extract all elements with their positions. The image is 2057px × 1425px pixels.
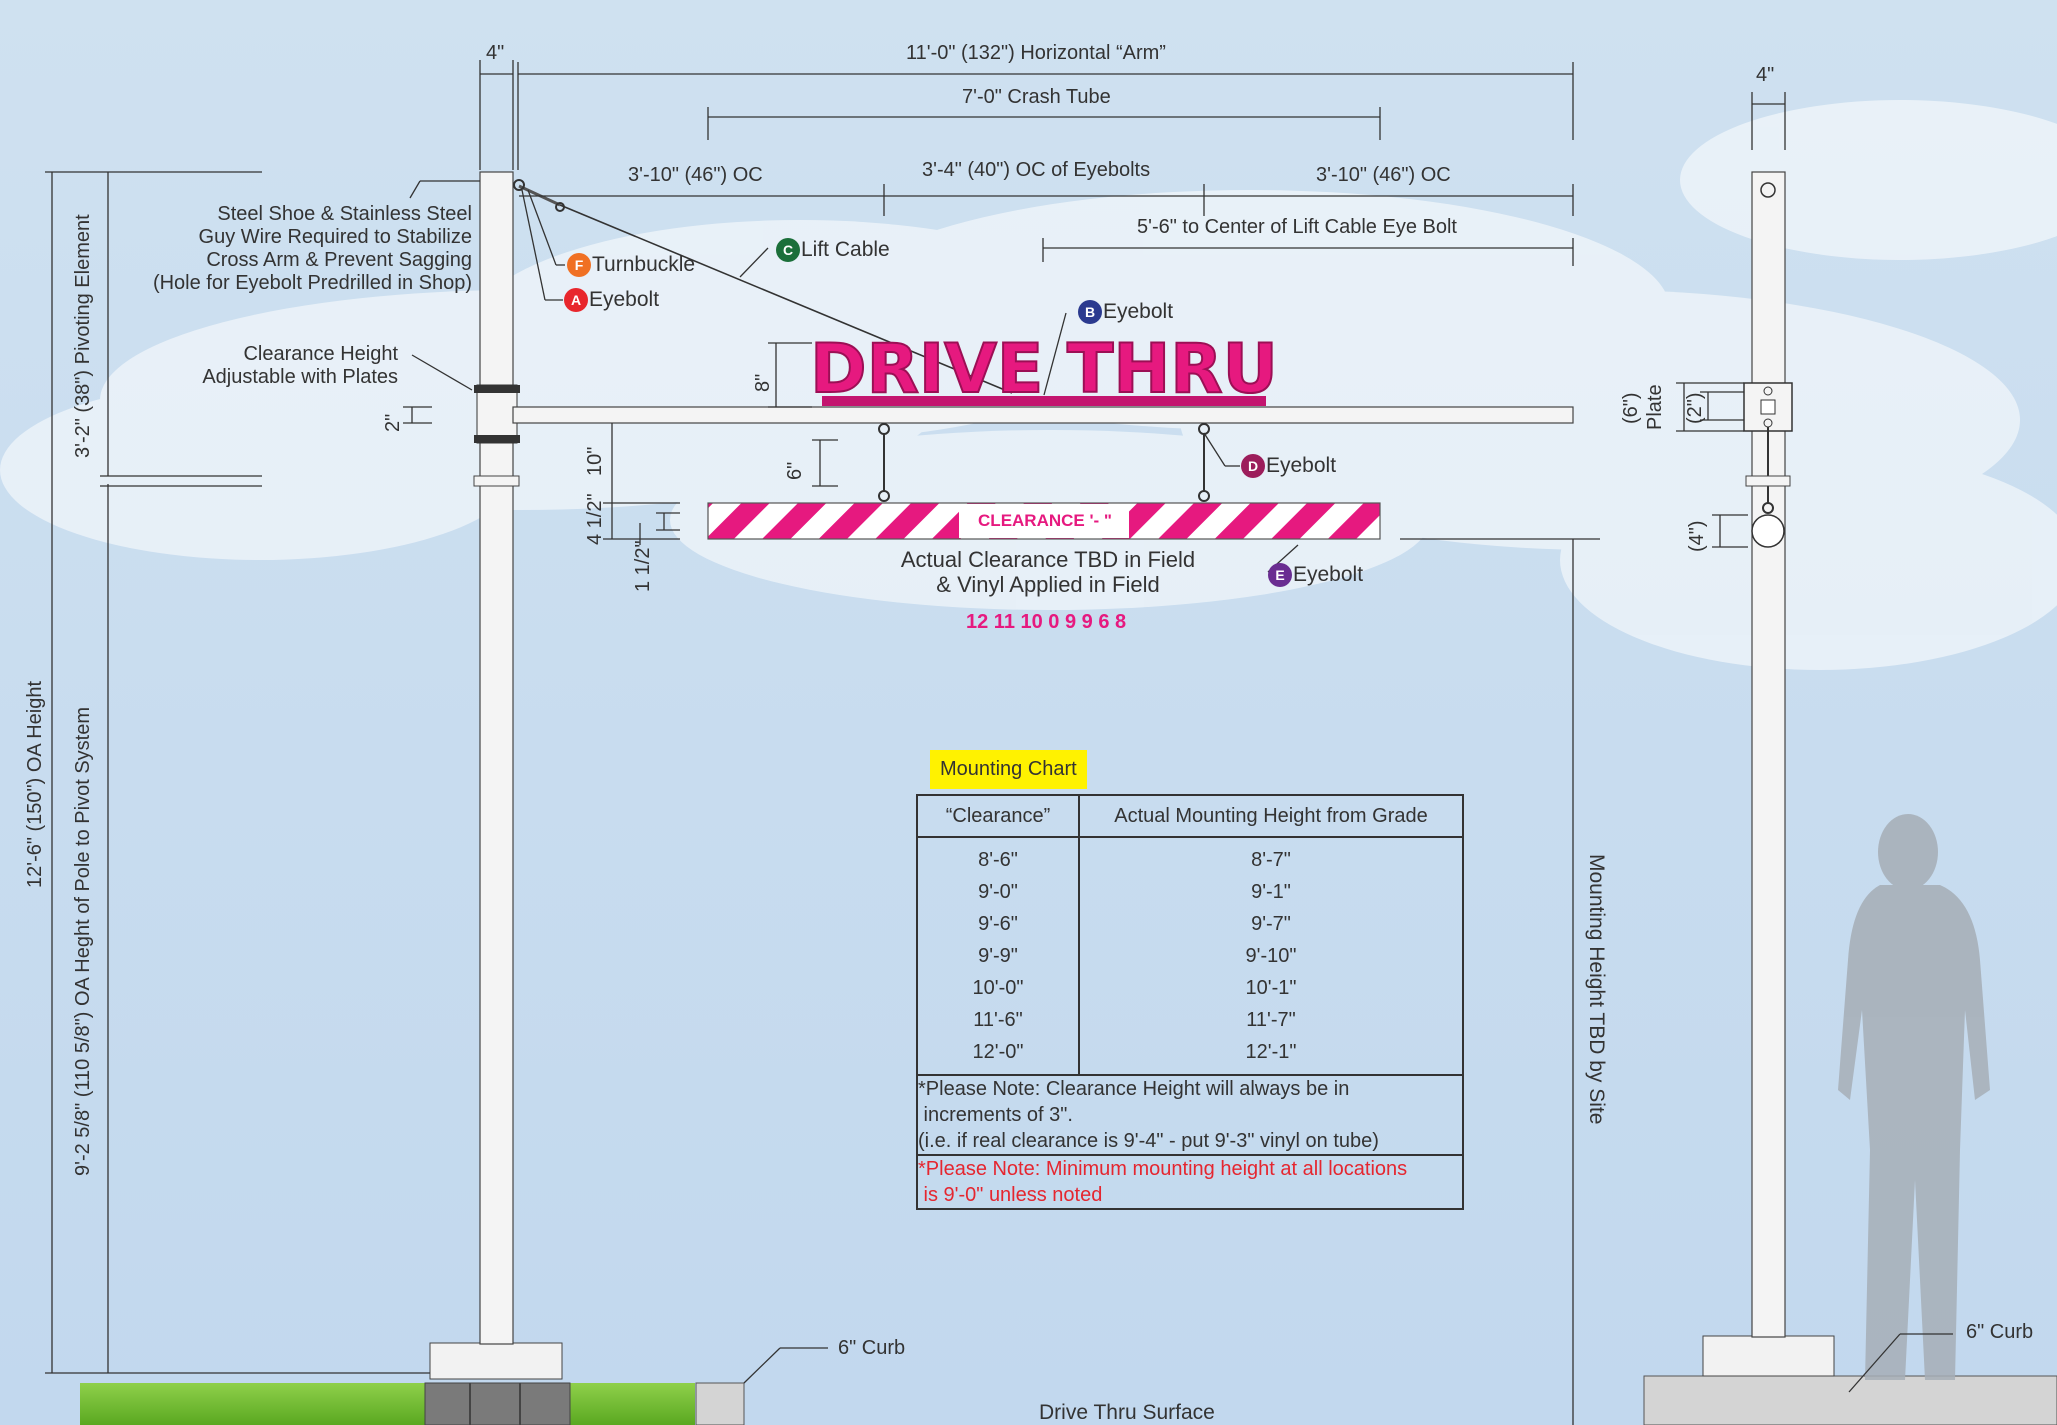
badge-e: E <box>1268 563 1292 588</box>
table-cell: 9'-9" <box>978 945 1018 967</box>
note-minimum-height: *Please Note: Minimum mounting height at… <box>916 1154 1464 1210</box>
dim-1-half: 1 1/2" <box>632 540 654 592</box>
dim-side-plate-2: (2") <box>1684 392 1706 424</box>
col-header-mounting: Actual Mounting Height from Grade <box>1078 794 1464 838</box>
mounting-chart-table: “Clearance” Actual Mounting Height from … <box>916 794 1464 1210</box>
dim-side-4in: 4" <box>1756 64 1775 86</box>
person-silhouette <box>1838 814 1990 1380</box>
table-header-row: “Clearance” Actual Mounting Height from … <box>916 794 1464 838</box>
dim-6in: 6" <box>784 461 806 480</box>
left-pole <box>479 171 514 1345</box>
dim-crash-tube: 7'-0" Crash Tube <box>962 86 1111 108</box>
col-header-clearance: “Clearance” <box>916 794 1080 838</box>
table-cell: 9'-10" <box>1245 945 1297 967</box>
table-cell: 9'-7" <box>1251 913 1291 935</box>
dim-oc-right: 3'-10" (46") OC <box>1316 164 1451 186</box>
table-cell: 12'-1" <box>1245 1041 1297 1063</box>
base-plate <box>429 1342 563 1380</box>
dim-10in: 10" <box>584 446 606 476</box>
clearance-bar-text: CLEARANCE '- " <box>978 511 1112 530</box>
label-curb-right: 6" Curb <box>1966 1321 2034 1343</box>
drive-thru-sign: DRIVE THRU <box>810 330 1278 409</box>
table-cell: 10'-0" <box>972 977 1024 999</box>
dim-side-4paren: (4") <box>1686 520 1708 552</box>
badge-b: B <box>1078 300 1102 325</box>
dim-8in: 8" <box>752 373 774 392</box>
dim-horizontal-arm: 11'-0" (132") Horizontal “Arm” <box>906 42 1166 64</box>
table-cell: 10'-1" <box>1245 977 1297 999</box>
badge-d: D <box>1241 454 1265 479</box>
note-guy-wire: Steel Shoe & Stainless Steel Guy Wire Re… <box>152 203 472 294</box>
note-actual-clearance: Actual Clearance TBD in Field & Vinyl Ap… <box>900 547 1196 598</box>
label-drive-thru-surface: Drive Thru Surface <box>1039 1401 1215 1424</box>
note-row-red: *Please Note: Minimum mounting height at… <box>916 1154 1464 1210</box>
table-cell: 11'-7" <box>1246 1009 1296 1031</box>
right-pole <box>1751 171 1786 1338</box>
label-curb-left: 6" Curb <box>838 1337 906 1359</box>
dimension-lines <box>45 60 1953 1425</box>
badge-f: F <box>567 253 591 278</box>
table-cell: 9'-1" <box>1251 881 1291 903</box>
table-cell: 8'-6" <box>978 849 1018 871</box>
grass <box>80 1383 695 1425</box>
dim-oc-eyebolts: 3'-4" (40") OC of Eyebolts <box>922 159 1151 181</box>
dim-side-plate-6: (6") <box>1620 392 1642 424</box>
table-cell: 11'-6" <box>973 1009 1023 1031</box>
dim-pivot-element: 3'-2" (38") Pivoting Element <box>72 214 94 458</box>
footing <box>424 1382 571 1425</box>
note-row: *Please Note: Clearance Height will alwa… <box>916 1074 1464 1156</box>
dim-pole-height: 9'-2 5/8" (110 5/8") OA Heght of Pole to… <box>72 707 94 1176</box>
dim-4-half: 4 1/2" <box>584 493 606 545</box>
mounting-chart-title: Mounting Chart <box>930 750 1087 789</box>
note-clearance-adjust: Clearance Height Adjustable with Plates <box>202 343 398 388</box>
table-cell: 9'-0" <box>978 881 1018 903</box>
dim-side-plate-label: Plate <box>1644 384 1666 430</box>
table-cell: 9'-6" <box>978 913 1018 935</box>
mounting-values: 8'-7" 9'-1" 9'-7" 9'-10" 10'-1" 11'-7" 1… <box>1078 836 1464 1076</box>
badge-a: A <box>564 288 588 313</box>
clearance-values: 8'-6" 9'-0" 9'-6" 9'-9" 10'-0" 11'-6" 12… <box>916 836 1080 1076</box>
dim-lift-cable-center: 5'-6" to Center of Lift Cable Eye Bolt <box>1137 216 1457 238</box>
clearance-digits: 12 11 10 0 9 9 6 8 <box>966 611 1127 633</box>
curb-left <box>695 1382 745 1425</box>
dim-oa-height: 12'-6" (150") OA Height <box>24 680 46 888</box>
badge-c: C <box>776 238 800 263</box>
table-cell: 8'-7" <box>1251 849 1291 871</box>
table-cell: 12'-0" <box>972 1041 1024 1063</box>
clouds <box>0 100 2057 670</box>
curb-right <box>1643 1375 2057 1425</box>
horizontal-arm <box>512 406 1574 424</box>
dim-4in-top: 4" <box>486 42 505 64</box>
dim-mounting-height: Mounting Height TBD by Site <box>1585 854 1608 1125</box>
table-body-row: 8'-6" 9'-0" 9'-6" 9'-9" 10'-0" 11'-6" 12… <box>916 836 1464 1076</box>
dim-2in: 2" <box>382 413 404 432</box>
dim-oc-left: 3'-10" (46") OC <box>628 164 763 186</box>
note-increments: *Please Note: Clearance Height will alwa… <box>916 1074 1464 1156</box>
